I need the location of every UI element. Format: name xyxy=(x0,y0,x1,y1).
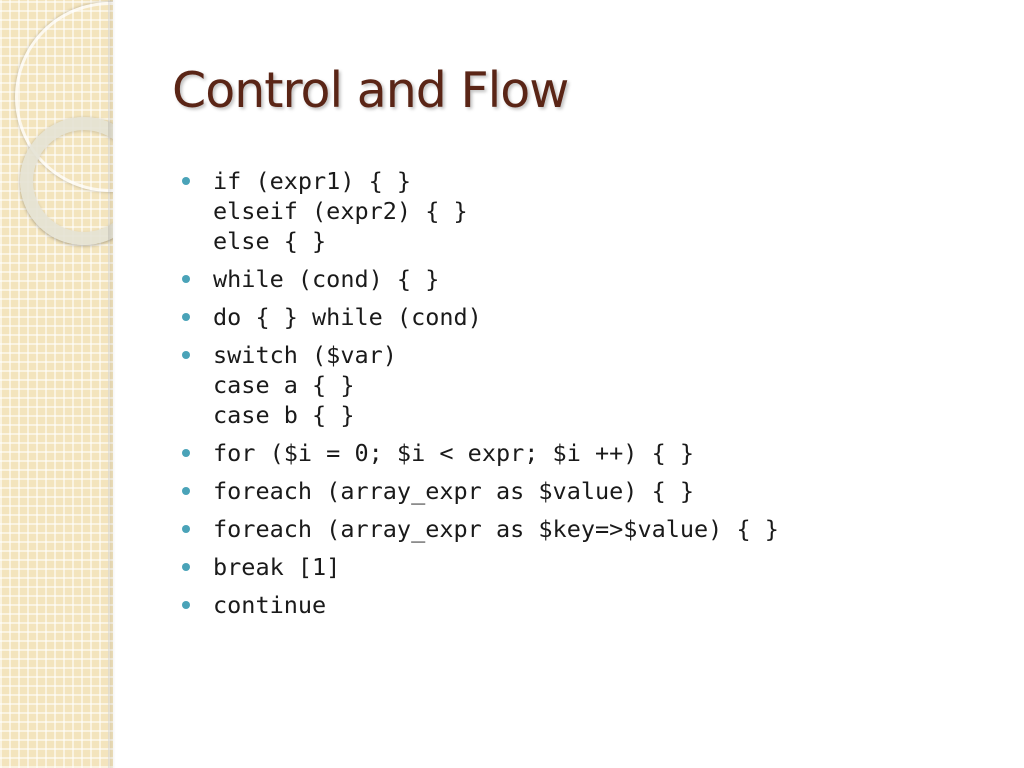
code-line: else { } xyxy=(213,227,327,255)
code-line: do { } while (cond) xyxy=(213,303,482,331)
code-line: break [1] xyxy=(213,553,341,581)
bullet-item-foreach-value: foreach (array_expr as $value) { } xyxy=(180,476,1010,506)
bullet-dot-icon xyxy=(182,525,190,533)
code-line: foreach (array_expr as $key=>$value) { } xyxy=(213,515,779,543)
code-line: switch ($var) xyxy=(213,341,397,369)
slide-body: if (expr1) { } elseif (expr2) { } else {… xyxy=(180,166,1010,628)
code-line: elseif (expr2) { } xyxy=(213,197,468,225)
bullet-item-if-elseif-else: if (expr1) { } elseif (expr2) { } else {… xyxy=(180,166,1010,256)
code-line: if (expr1) { } xyxy=(213,167,412,195)
bullet-dot-icon xyxy=(182,275,190,283)
bullet-dot-icon xyxy=(182,177,190,185)
decorative-sidebar xyxy=(0,0,113,768)
code-line: case a { } xyxy=(213,371,355,399)
bullet-dot-icon xyxy=(182,601,190,609)
bullet-dot-icon xyxy=(182,487,190,495)
bullet-list: if (expr1) { } elseif (expr2) { } else {… xyxy=(180,166,1010,620)
code-line: while (cond) { } xyxy=(213,265,440,293)
bullet-item-break: break [1] xyxy=(180,552,1010,582)
bullet-dot-icon xyxy=(182,563,190,571)
code-line: for ($i = 0; $i < expr; $i ++) { } xyxy=(213,439,695,467)
code-line: continue xyxy=(213,591,327,619)
bullet-dot-icon xyxy=(182,351,190,359)
bullet-item-switch: switch ($var) case a { } case b { } xyxy=(180,340,1010,430)
code-line: foreach (array_expr as $value) { } xyxy=(213,477,695,505)
bullet-dot-icon xyxy=(182,313,190,321)
slide-title: Control and Flow xyxy=(172,62,569,119)
bullet-item-do-while: do { } while (cond) xyxy=(180,302,1010,332)
bullet-item-foreach-key-value: foreach (array_expr as $key=>$value) { } xyxy=(180,514,1010,544)
bullet-item-for: for ($i = 0; $i < expr; $i ++) { } xyxy=(180,438,1010,468)
bullet-dot-icon xyxy=(182,449,190,457)
bullet-item-continue: continue xyxy=(180,590,1010,620)
sidebar-shadow xyxy=(108,0,116,768)
code-line: case b { } xyxy=(213,401,355,429)
bullet-item-while: while (cond) { } xyxy=(180,264,1010,294)
